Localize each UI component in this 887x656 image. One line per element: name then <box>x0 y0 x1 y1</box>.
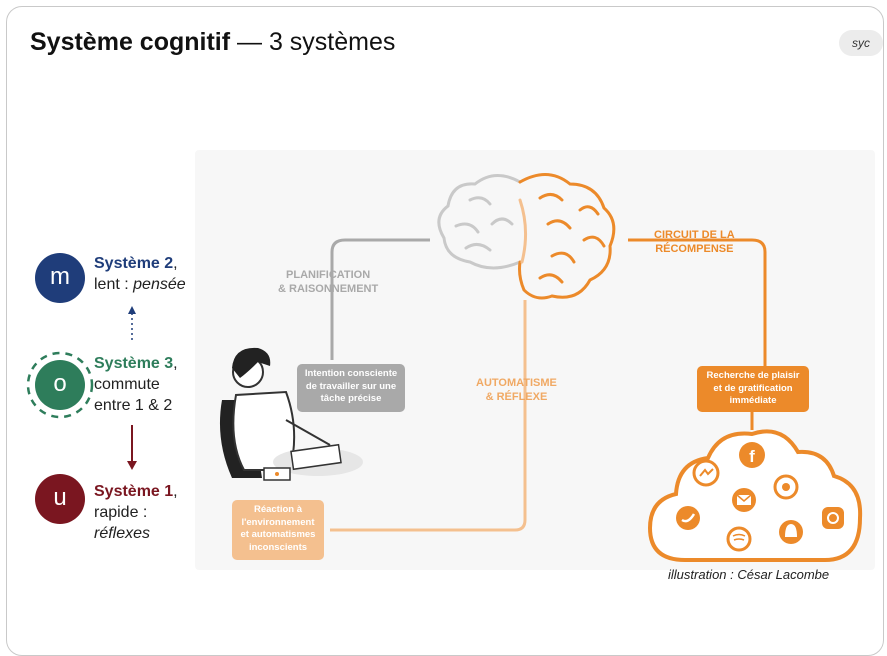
planification-caption: PLANIFICATION& RAISONNEMENT <box>278 269 379 295</box>
system3-label: Système 3, commute entre 1 & 2 <box>94 355 178 414</box>
system2-badge: m <box>35 253 85 303</box>
user-badge: syc <box>839 30 883 56</box>
system3-badge: o <box>35 360 85 410</box>
automatisme-caption: AUTOMATISME& RÉFLEXE <box>476 377 557 403</box>
person-illustration <box>219 347 363 481</box>
system1-badge: u <box>35 474 85 524</box>
system1-label: Système 1, rapide : réflexes <box>94 483 178 542</box>
page-title: Système cognitif — 3 systèmes <box>30 28 396 56</box>
system2-label: Système 2, lent : pensée <box>94 255 186 293</box>
illustration-credit: illustration : César Lacombe <box>668 567 830 582</box>
brain-icon <box>437 173 616 300</box>
